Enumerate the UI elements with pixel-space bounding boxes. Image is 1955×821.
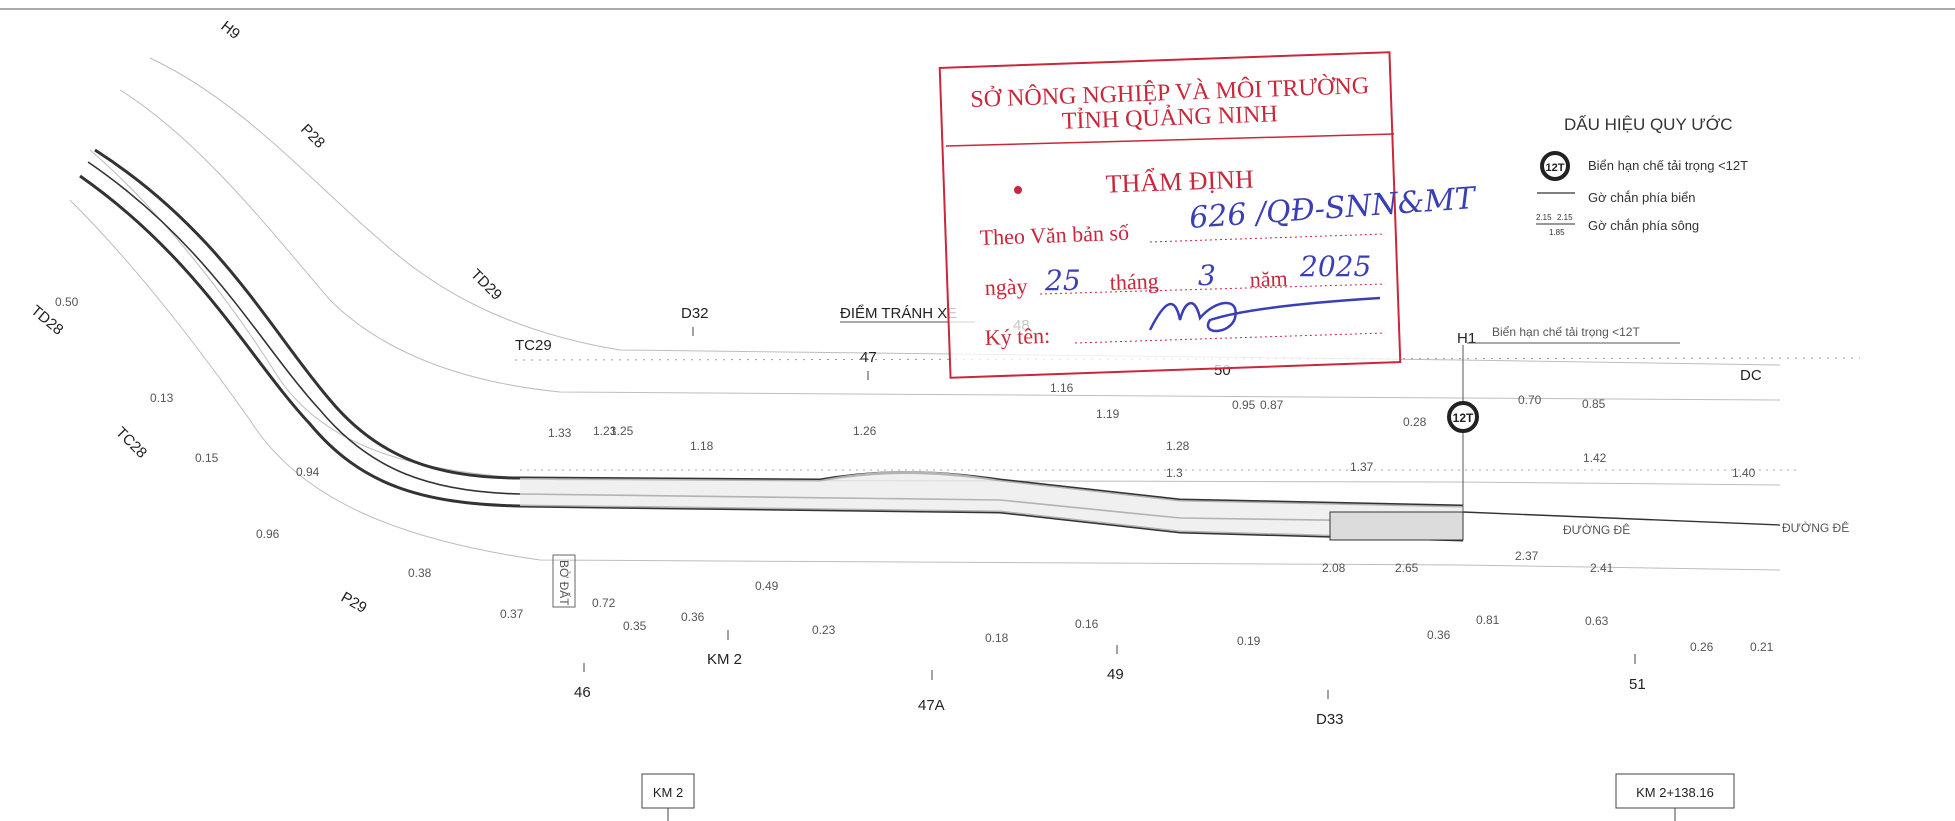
legend-load-sign-icon: 12T	[1540, 151, 1570, 181]
svg-text:2.37: 2.37	[1515, 549, 1539, 563]
dike-road-label-2: ĐƯỜNG ĐÊ	[1782, 520, 1849, 535]
stamp-doc-label: Theo Văn bản số	[979, 220, 1129, 250]
svg-text:1.26: 1.26	[853, 424, 877, 438]
svg-text:2.65: 2.65	[1395, 561, 1419, 575]
stamp-dot	[1014, 186, 1022, 194]
svg-text:0.26: 0.26	[1690, 640, 1714, 654]
legend-item-load-sign: Biển hạn chế tải trọng <12T	[1588, 158, 1748, 173]
svg-text:0.15: 0.15	[195, 451, 219, 465]
borrow-pit-box	[552, 554, 576, 608]
svg-text:0.16: 0.16	[1075, 617, 1099, 631]
station-49: 49	[1107, 666, 1124, 683]
svg-text:1.40: 1.40	[1732, 466, 1756, 480]
stamp-date-day-label: ngày	[984, 274, 1028, 300]
svg-text:2.08: 2.08	[1322, 561, 1346, 575]
svg-text:0.38: 0.38	[408, 566, 432, 580]
svg-text:1.28: 1.28	[1166, 439, 1190, 453]
approval-stamp: SỞ NÔNG NGHIỆP VÀ MÔI TRƯỜNG TỈNH QUẢNG …	[938, 51, 1478, 379]
legend-item-sea-barrier: Gờ chắn phía biển	[1588, 190, 1696, 205]
svg-text:0.21: 0.21	[1750, 640, 1774, 654]
svg-text:12T: 12T	[1453, 411, 1474, 425]
borrow-pit-label: BỜ ĐẤT	[557, 560, 572, 606]
station-51: 51	[1629, 676, 1646, 693]
svg-text:2.41: 2.41	[1590, 561, 1614, 575]
svg-text:0.35: 0.35	[623, 619, 647, 633]
dike-road-label-1: ĐƯỜNG ĐÊ	[1563, 522, 1630, 537]
svg-text:1.33: 1.33	[548, 426, 572, 440]
road-end-block	[1329, 511, 1464, 541]
station-d33: D33	[1316, 711, 1344, 728]
svg-text:0.50: 0.50	[55, 295, 79, 309]
station-d32: D32	[681, 305, 709, 322]
svg-text:1.3: 1.3	[1166, 466, 1183, 480]
station-47a: 47A	[918, 697, 945, 714]
svg-text:1.25: 1.25	[610, 424, 634, 438]
svg-text:0.36: 0.36	[1427, 628, 1451, 642]
svg-text:0.70: 0.70	[1518, 393, 1542, 407]
sign-note-label: Biển hạn chế tải trọng <12T	[1492, 325, 1640, 339]
svg-text:0.36: 0.36	[681, 610, 705, 624]
svg-text:0.19: 0.19	[1237, 634, 1261, 648]
chainage-marker-km2: KM 2	[641, 773, 695, 821]
stamp-signature	[1148, 296, 1381, 333]
stamp-divider	[945, 133, 1395, 147]
station-p28: P28	[297, 121, 328, 152]
station-td29: TD29	[467, 266, 505, 304]
svg-text:1.42: 1.42	[1583, 451, 1607, 465]
svg-text:1.85: 1.85	[1549, 228, 1565, 237]
point-label-passing-place: ĐIỂM TRÁNH XE	[840, 304, 957, 322]
stamp-heading: THẨM ĐỊNH	[1105, 164, 1254, 198]
station-46: 46	[574, 684, 591, 701]
legend-item-river-barrier: Gờ chắn phía sông	[1588, 218, 1699, 233]
svg-text:12T: 12T	[1546, 162, 1565, 174]
svg-text:0.63: 0.63	[1585, 614, 1609, 628]
svg-text:1.37: 1.37	[1350, 460, 1374, 474]
svg-text:1.19: 1.19	[1096, 407, 1120, 421]
station-km2: KM 2	[707, 651, 742, 668]
station-h9: H9	[218, 18, 244, 43]
svg-text:0.87: 0.87	[1260, 398, 1284, 412]
svg-text:1.16: 1.16	[1050, 381, 1074, 395]
stamp-date-year: 2025	[1299, 250, 1371, 283]
svg-text:KM 2+138.16: KM 2+138.16	[1636, 785, 1714, 800]
svg-text:0.23: 0.23	[812, 623, 836, 637]
svg-text:2.15: 2.15	[1536, 213, 1552, 222]
stamp-signer-label: Ký tên:	[984, 323, 1050, 350]
elevation-points: 1.23 1.25 1.33 1.26 1.18 1.16 1.19 1.28 …	[55, 295, 1774, 654]
svg-text:0.81: 0.81	[1476, 613, 1500, 627]
svg-text:2.15: 2.15	[1557, 213, 1573, 222]
svg-text:0.96: 0.96	[256, 527, 280, 541]
svg-text:0.13: 0.13	[150, 391, 174, 405]
svg-text:0.85: 0.85	[1582, 397, 1606, 411]
legend-title: DẤU HIỆU QUY ƯỚC	[1564, 115, 1733, 134]
svg-text:0.94: 0.94	[296, 465, 320, 479]
svg-text:0.95: 0.95	[1232, 398, 1256, 412]
station-tc29: TC29	[515, 337, 552, 354]
svg-text:1.23: 1.23	[593, 424, 617, 438]
load-limit-sign-icon: 12T	[1447, 401, 1479, 433]
svg-text:0.28: 0.28	[1403, 415, 1427, 429]
svg-text:0.18: 0.18	[985, 631, 1009, 645]
station-tc28: TC28	[112, 424, 150, 462]
legend-river-barrier-symbol: 2.15 2.15 1.85	[1536, 213, 1575, 237]
station-ticks	[583, 327, 1636, 699]
station-dc: DC	[1740, 367, 1762, 384]
svg-text:0.37: 0.37	[500, 607, 524, 621]
svg-text:0.49: 0.49	[755, 579, 779, 593]
stamp-date-day: 25	[1044, 264, 1081, 297]
station-47: 47	[860, 349, 877, 366]
svg-text:1.18: 1.18	[690, 439, 714, 453]
station-p29: P29	[338, 589, 370, 617]
svg-text:KM 2: KM 2	[653, 785, 683, 800]
station-h1: H1	[1457, 330, 1476, 347]
legend: DẤU HIỆU QUY ƯỚC 12T Biển hạn chế tải tr…	[1536, 115, 1748, 237]
stamp-date-month: 3	[1198, 259, 1216, 292]
svg-text:0.72: 0.72	[592, 596, 616, 610]
chainage-marker-end: KM 2+138.16	[1615, 773, 1735, 821]
road-hatch-area	[520, 471, 1463, 540]
stamp-frame	[938, 51, 1402, 379]
